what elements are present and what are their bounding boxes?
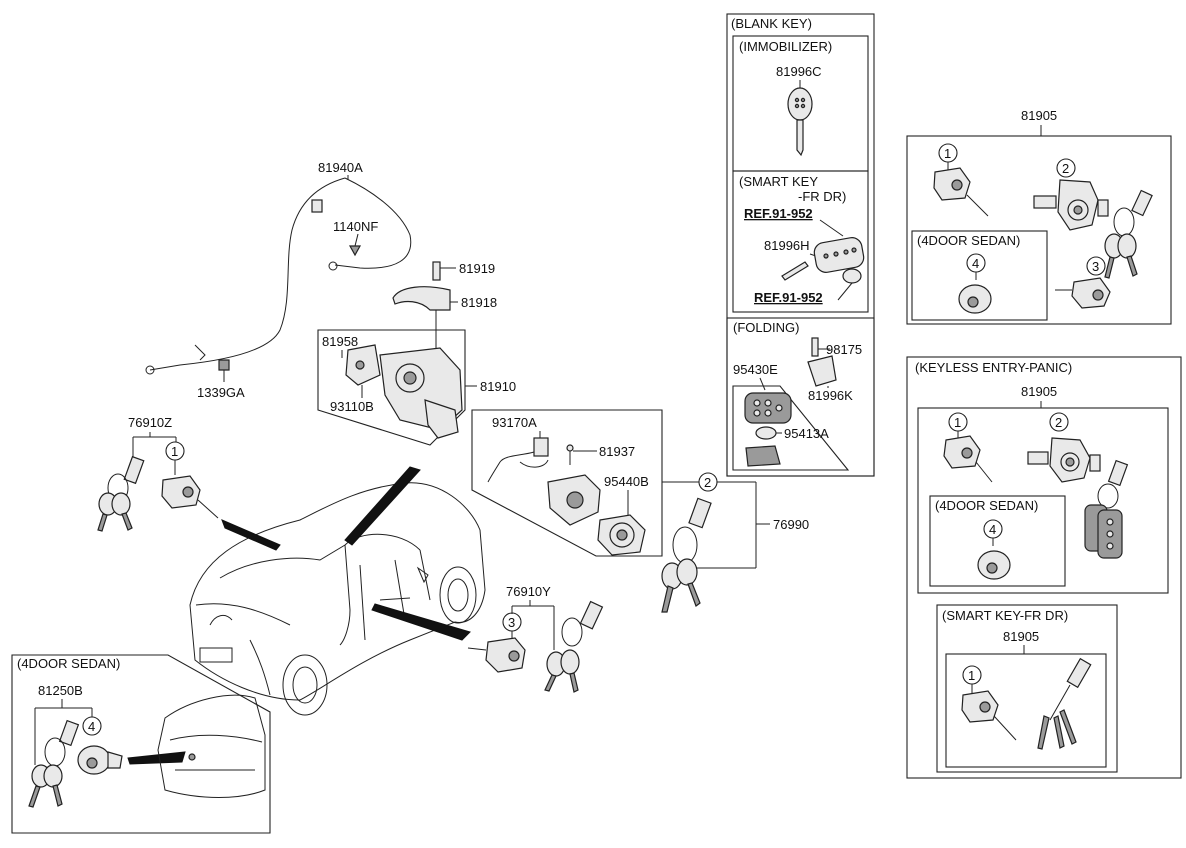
- blank-key-panel: (BLANK KEY) (IMMOBILIZER) 81996C (SMART …: [726, 13, 875, 477]
- label-81905-keyless: 81905: [1021, 384, 1057, 399]
- label-81996K: 81996K: [808, 388, 853, 403]
- callout-3-76910Y: 3: [508, 615, 515, 630]
- ref-link-2[interactable]: REF.91-952: [754, 290, 823, 305]
- key-set-76990: 2 76990: [661, 472, 809, 613]
- callout-1-smart: 1: [968, 668, 975, 683]
- label-93110B: 93110B: [330, 399, 374, 414]
- label-1339GA: 1339GA: [197, 385, 245, 400]
- label-1140NF: 1140NF: [333, 219, 378, 234]
- callout-1-76910Z: 1: [171, 444, 178, 459]
- label-95430E: 95430E: [733, 362, 778, 377]
- label-81905-top: 81905: [1021, 108, 1057, 123]
- callout-2-top: 2: [1062, 161, 1069, 176]
- label-76990: 76990: [773, 517, 809, 532]
- box-label-immobilizer: (IMMOBILIZER): [739, 39, 832, 54]
- label-81996H: 81996H: [764, 238, 810, 253]
- label-95440B: 95440B: [604, 474, 649, 489]
- callout-1-top: 1: [944, 146, 951, 161]
- label-81958: 81958: [322, 334, 358, 349]
- callout-4-top: 4: [972, 256, 979, 271]
- callout-3-top: 3: [1092, 259, 1099, 274]
- label-93170A: 93170A: [492, 415, 537, 430]
- label-81996C: 81996C: [776, 64, 822, 79]
- label-81905-smart: 81905: [1003, 629, 1039, 644]
- car-body: [189, 482, 486, 716]
- label-81910: 81910: [480, 379, 516, 394]
- box-label-smart-key-1: (SMART KEY: [739, 174, 818, 189]
- box-label-sedan-keyless: (4DOOR SEDAN): [935, 498, 1038, 513]
- callout-4-81250B: 4: [88, 719, 95, 734]
- keyless-entry-panic-panel: (KEYLESS ENTRY-PANIC) 81905 1 2 (4DOOR S…: [906, 356, 1182, 779]
- label-81250B: 81250B: [38, 683, 83, 698]
- label-98175: 98175: [826, 342, 862, 357]
- lock-set-81905-top: 81905 1 2 3 (4DOOR SEDAN) 4: [906, 108, 1172, 325]
- label-95413A: 95413A: [784, 426, 829, 441]
- box-label-smart-fr-dr: (SMART KEY-FR DR): [942, 608, 1068, 623]
- box-label-smart-key-2: -FR DR): [798, 189, 846, 204]
- hood-cable-81940A: 81940A 1140NF 1339GA: [145, 160, 412, 400]
- door-lock-76910Y: 76910Y 3: [467, 584, 604, 693]
- ignition-group-81910: 81919 81918 81958 93110B 81910: [317, 261, 516, 446]
- box-label-keyless: (KEYLESS ENTRY-PANIC): [915, 360, 1072, 375]
- box-label-blank-key: (BLANK KEY): [731, 16, 812, 31]
- ref-link-1[interactable]: REF.91-952: [744, 206, 813, 221]
- sedan-trunk-panel: (4DOOR SEDAN) 81250B 4: [11, 654, 271, 834]
- label-81919: 81919: [459, 261, 495, 276]
- callout-2-76990: 2: [704, 475, 711, 490]
- box-label-folding: (FOLDING): [733, 320, 799, 335]
- label-81918: 81918: [461, 295, 497, 310]
- label-76910Y: 76910Y: [506, 584, 551, 599]
- door-lock-76910Z: 76910Z 1: [97, 415, 219, 532]
- box-label-sedan-top: (4DOOR SEDAN): [917, 233, 1020, 248]
- callout-4-keyless: 4: [989, 522, 996, 537]
- callout-2-keyless: 2: [1055, 415, 1062, 430]
- label-76910Z: 76910Z: [128, 415, 172, 430]
- label-81937: 81937: [599, 444, 635, 459]
- box-label-sedan-bottom-left: (4DOOR SEDAN): [17, 656, 120, 671]
- callout-1-keyless: 1: [954, 415, 961, 430]
- pointer-wedges: [127, 466, 471, 765]
- start-button-group-95440B: 93170A 81937 95440B: [471, 409, 663, 557]
- label-81940A: 81940A: [318, 160, 363, 175]
